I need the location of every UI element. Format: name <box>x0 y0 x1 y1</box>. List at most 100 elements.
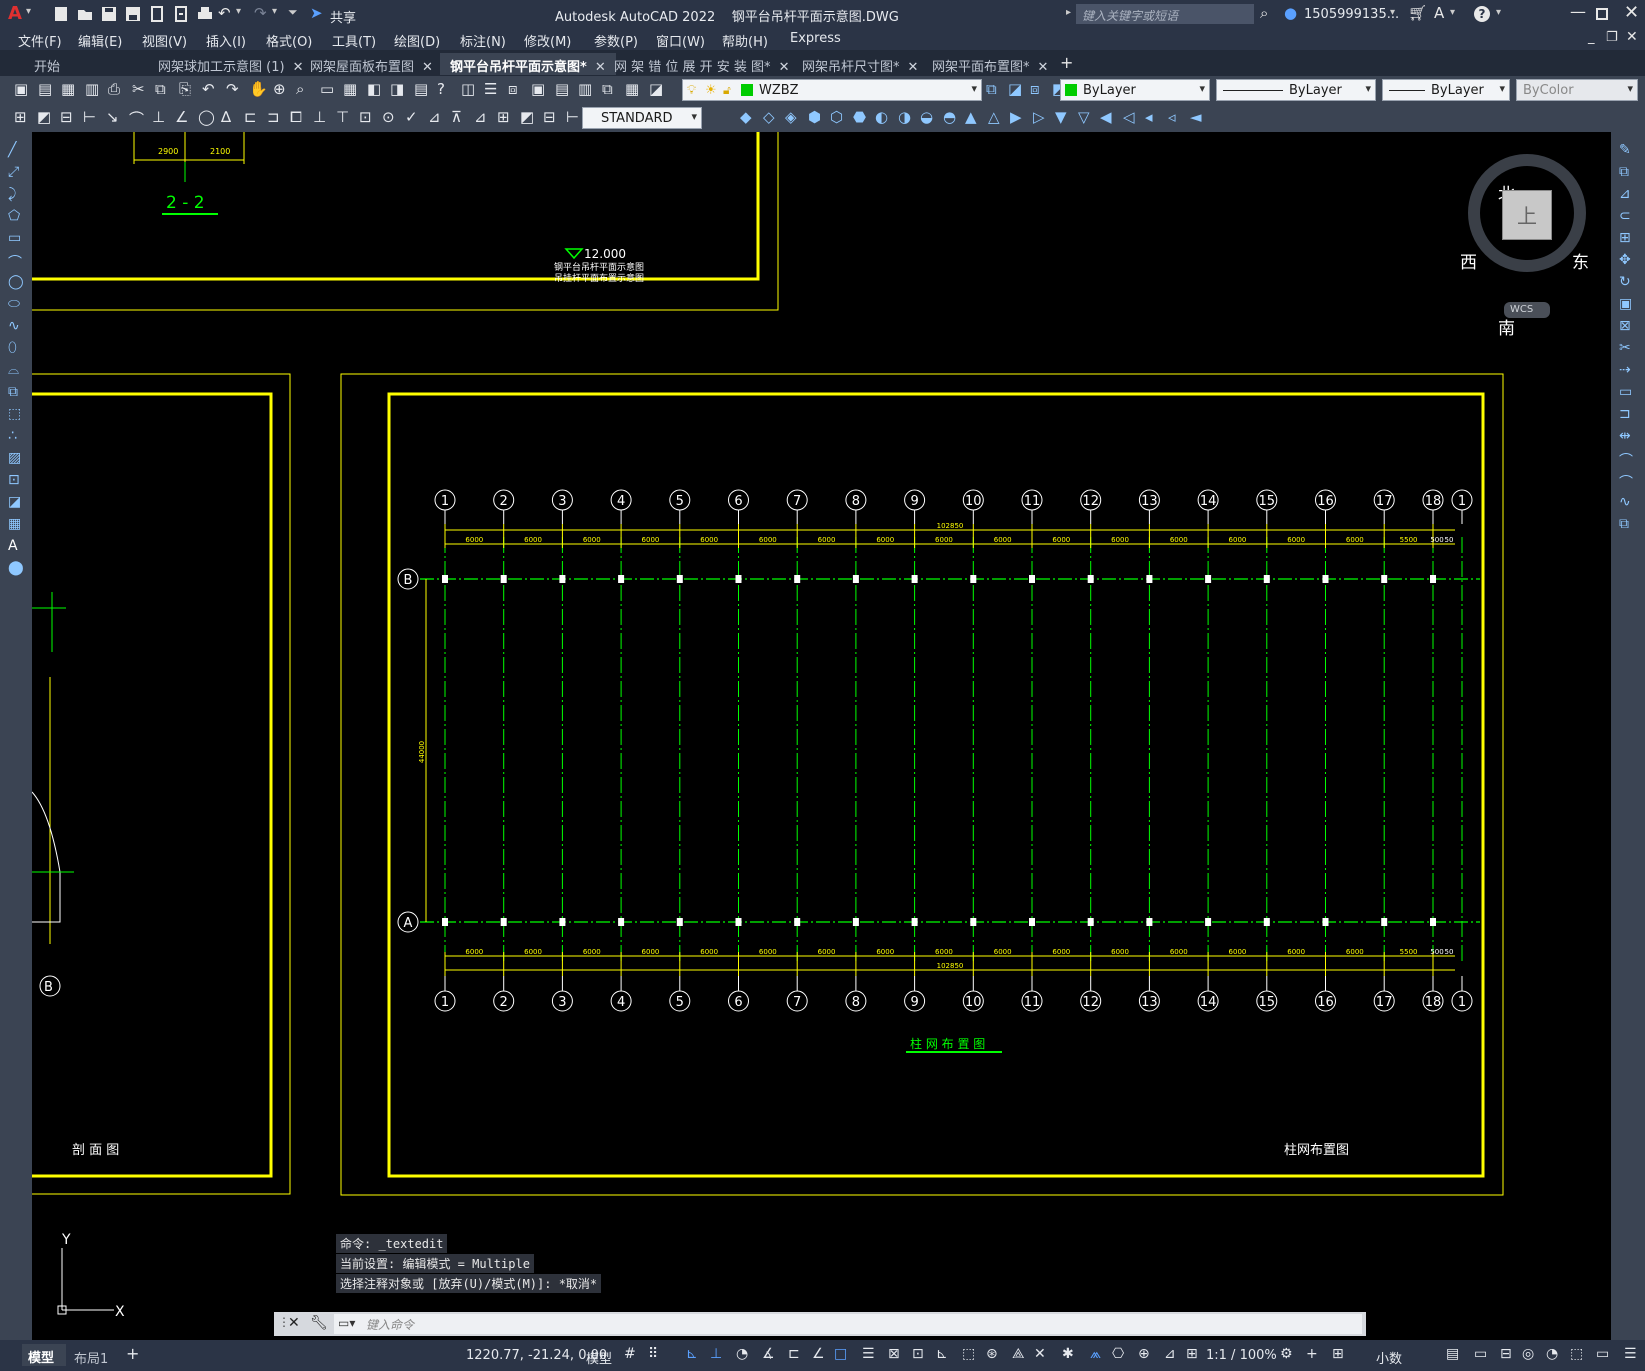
status-tool-1-icon[interactable]: + <box>1306 1346 1318 1362</box>
modify-tool-14-icon[interactable]: ⌒ <box>1619 453 1633 469</box>
draw-tool-11-icon[interactable]: ⧉ <box>8 384 18 400</box>
command-close-icon[interactable]: ✕ <box>288 1315 300 1331</box>
status-tool-7-icon[interactable]: ◔ <box>1546 1346 1559 1362</box>
app-menu-chevron-icon[interactable]: ▾ <box>26 6 32 17</box>
tool2-3-icon[interactable]: ⊢ <box>83 108 97 126</box>
model-space-toggle[interactable]: 模型 <box>586 1352 613 1367</box>
redo-dropdown-icon[interactable]: ▾ <box>272 6 278 17</box>
tool2-17-icon[interactable]: ✓ <box>405 108 418 126</box>
modify-tool-1-icon[interactable]: ⧉ <box>1619 164 1629 180</box>
menu-item-3[interactable]: 插入(I) <box>206 35 246 50</box>
tool1-23-icon[interactable]: ▤ <box>555 80 570 98</box>
tool2-12-icon[interactable]: ⧠ <box>290 108 303 126</box>
draw-tool-18-icon[interactable]: A <box>8 538 18 554</box>
modify-tool-9-icon[interactable]: ✂ <box>1619 340 1631 356</box>
tool1-10-icon[interactable]: ✋ <box>249 80 268 98</box>
menu-item-6[interactable]: 绘图(D) <box>394 35 441 50</box>
menu-item-10[interactable]: 窗口(W) <box>656 35 705 50</box>
search-input[interactable]: 键入关键字或短语 <box>1076 4 1254 24</box>
close-tab-icon[interactable]: ✕ <box>292 60 304 75</box>
viewcube-east[interactable]: 东 <box>1572 253 1589 273</box>
tool2-6-icon[interactable]: ⊥ <box>152 108 166 126</box>
command-input[interactable]: ▭▾ 键入命令 <box>334 1314 1362 1334</box>
menu-item-9[interactable]: 参数(P) <box>594 35 638 50</box>
menu-item-8[interactable]: 修改(M) <box>524 35 572 50</box>
tool2-20-icon[interactable]: ⊿ <box>474 108 487 126</box>
tool3-7-icon[interactable]: ◑ <box>898 108 912 126</box>
tool1-2-icon[interactable]: ▦ <box>61 80 76 98</box>
status-toggle-6-icon[interactable]: ⊏ <box>788 1346 800 1362</box>
tool2-4-icon[interactable]: ↘ <box>106 108 119 126</box>
close-window-icon[interactable]: ✕ <box>1624 2 1640 23</box>
layer-combo[interactable]: 💡︎ ☀ 🔓︎ WZBZ ▾ <box>682 79 982 101</box>
color-combo[interactable]: ByLayer ▾ <box>1060 79 1210 101</box>
draw-tool-6-icon[interactable]: ◯ <box>8 274 24 290</box>
modify-tool-7-icon[interactable]: ▣ <box>1619 296 1633 312</box>
status-toggle-13-icon[interactable]: ⬚ <box>962 1346 976 1362</box>
text-style-combo[interactable]: STANDARD ▾ <box>582 107 702 129</box>
file-tab-5[interactable]: 网架吊杆尺寸图*✕ <box>792 53 928 75</box>
tool2-11-icon[interactable]: ⊐ <box>267 108 280 126</box>
status-toggle-2-icon[interactable]: ⊾ <box>686 1346 698 1362</box>
file-tab-3[interactable]: 钢平台吊杆平面示意图*✕ <box>440 53 616 75</box>
new-file-icon[interactable] <box>52 5 70 23</box>
status-toggle-4-icon[interactable]: ◔ <box>736 1346 749 1362</box>
tool1-22-icon[interactable]: ▣ <box>531 80 546 98</box>
status-tool-4-icon[interactable]: ▭ <box>1474 1346 1488 1362</box>
tool1-19-icon[interactable]: ◫ <box>461 80 476 98</box>
status-toggle-3-icon[interactable]: ⊥ <box>710 1346 723 1362</box>
file-tab-4[interactable]: 网 架 错 位 展 开 安 装 图*✕ <box>604 53 799 75</box>
status-tool-6-icon[interactable]: ◎ <box>1522 1346 1535 1362</box>
close-tab-icon[interactable]: ✕ <box>422 60 433 75</box>
tool2-0-icon[interactable]: ⊞ <box>14 108 27 126</box>
draw-tool-13-icon[interactable]: ∴ <box>8 428 17 444</box>
tool2-18-icon[interactable]: ⊿ <box>428 108 441 126</box>
open-web-icon[interactable] <box>148 5 166 23</box>
tool3-1-icon[interactable]: ◇ <box>763 108 775 126</box>
status-toggle-7-icon[interactable]: ∠ <box>812 1346 825 1362</box>
layer-tool-2-icon[interactable]: ⧈ <box>1030 80 1040 98</box>
status-toggle-12-icon[interactable]: ⊾ <box>936 1346 948 1362</box>
status-toggle-1-icon[interactable]: ⠿ <box>648 1346 659 1362</box>
draw-tool-4-icon[interactable]: ▭ <box>8 230 22 246</box>
tool1-8-icon[interactable]: ↶ <box>202 80 215 98</box>
modify-tool-16-icon[interactable]: ∿ <box>1619 494 1631 510</box>
tool3-4-icon[interactable]: ⬡ <box>830 108 844 126</box>
maximize-icon[interactable] <box>1596 8 1608 20</box>
tool3-0-icon[interactable]: ◆ <box>740 108 752 126</box>
save-web-icon[interactable] <box>172 5 190 23</box>
modify-tool-5-icon[interactable]: ✥ <box>1619 252 1631 268</box>
customize-qat-icon[interactable]: ⏷ <box>288 5 298 19</box>
cart-icon[interactable]: 🛒︎ <box>1408 4 1428 22</box>
tool1-13-icon[interactable]: ▭ <box>320 80 335 98</box>
autocad-logo-icon[interactable]: A <box>8 3 22 24</box>
tool1-16-icon[interactable]: ◨ <box>390 80 405 98</box>
tool3-6-icon[interactable]: ◐ <box>875 108 889 126</box>
tool1-20-icon[interactable]: ☰ <box>484 80 498 98</box>
save-as-icon[interactable] <box>124 5 142 23</box>
close-tab-icon[interactable]: ✕ <box>907 60 919 75</box>
tool1-25-icon[interactable]: ⧉ <box>602 80 613 98</box>
tool1-21-icon[interactable]: ⧈ <box>508 80 518 98</box>
wcs-menu-button[interactable]: WCS <box>1504 302 1550 318</box>
tool3-14-icon[interactable]: ▼ <box>1055 108 1067 126</box>
tool2-21-icon[interactable]: ⊞ <box>497 108 510 126</box>
modify-tool-0-icon[interactable]: ✎ <box>1619 142 1631 158</box>
tool3-5-icon[interactable]: ⬣ <box>853 108 867 126</box>
modify-tool-17-icon[interactable]: ⧉ <box>1619 516 1629 532</box>
tool2-9-icon[interactable]: ∆ <box>221 108 232 126</box>
draw-tool-1-icon[interactable]: ⤢ <box>8 164 20 180</box>
close-tab-icon[interactable]: ✕ <box>778 60 790 75</box>
modify-tool-12-icon[interactable]: ⊐ <box>1619 406 1631 422</box>
menu-item-1[interactable]: 编辑(E) <box>78 35 123 50</box>
share-icon[interactable]: ➤ <box>310 4 323 22</box>
draw-tool-14-icon[interactable]: ▨ <box>8 450 22 466</box>
file-tab-6[interactable]: 网架平面布置图*✕ <box>922 53 1058 75</box>
tool2-14-icon[interactable]: ⊤ <box>336 108 350 126</box>
status-tool-10-icon[interactable]: ☰ <box>1624 1346 1637 1362</box>
tool2-16-icon[interactable]: ⊙ <box>382 108 395 126</box>
status-toggle-22-icon[interactable]: ⊞ <box>1186 1346 1198 1362</box>
tool3-17-icon[interactable]: ◁ <box>1123 108 1135 126</box>
modify-tool-6-icon[interactable]: ↻ <box>1619 274 1631 290</box>
tool3-19-icon[interactable]: ◃ <box>1168 108 1176 126</box>
